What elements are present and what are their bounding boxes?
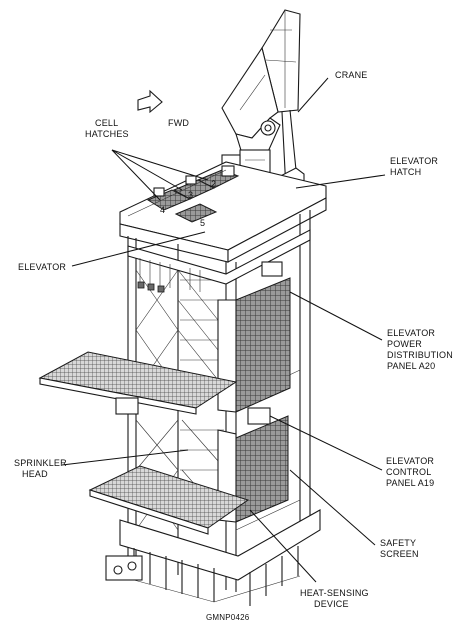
label-fwd: FWD [168,118,189,128]
label-power-panel-3: DISTRIBUTION [387,350,453,360]
label-elevator-hatch-2: HATCH [390,167,421,177]
label-heat-sensing-2: DEVICE [314,599,349,609]
label-safety-screen-2: SCREEN [380,549,419,559]
label-sprinkler-1: SPRINKLER [14,458,67,468]
label-power-panel-1: ELEVATOR [387,328,435,338]
upper-grating-platform [38,351,238,415]
label-cell-hatches-2: HATCHES [85,129,129,139]
label-sprinkler-2: HEAD [22,469,48,479]
cell-number-2: 2 [211,179,216,189]
label-control-panel-3: PANEL A19 [386,478,434,488]
top-deck: 2 3 4 5 [119,161,327,263]
cell-number-4: 4 [160,205,165,215]
label-power-panel-4: PANEL A20 [387,361,435,371]
label-power-panel-2: POWER [387,339,422,349]
cell-number-3: 3 [188,190,193,200]
power-distribution-panel [217,261,291,413]
lower-grating-platform [88,465,250,535]
cell-hatch-5 [174,203,218,223]
figure-id: GMNP0426 [206,613,250,622]
label-control-panel-1: ELEVATOR [386,456,434,466]
label-heat-sensing-1: HEAT-SENSING [300,588,369,598]
cell-number-5: 5 [200,218,205,228]
label-elevator: ELEVATOR [18,262,66,272]
leader-lines [61,77,386,583]
diagram-labels: CRANE CELL HATCHES FWD ELEVATOR HATCH EL… [14,70,453,622]
fwd-arrow [137,89,163,114]
label-control-panel-2: CONTROL [386,467,431,477]
label-elevator-hatch-1: ELEVATOR [390,156,438,166]
label-cell-hatches-1: CELL [95,118,118,128]
label-safety-screen-1: SAFETY [380,538,416,548]
label-crane: CRANE [335,70,368,80]
tower-base [105,509,321,606]
